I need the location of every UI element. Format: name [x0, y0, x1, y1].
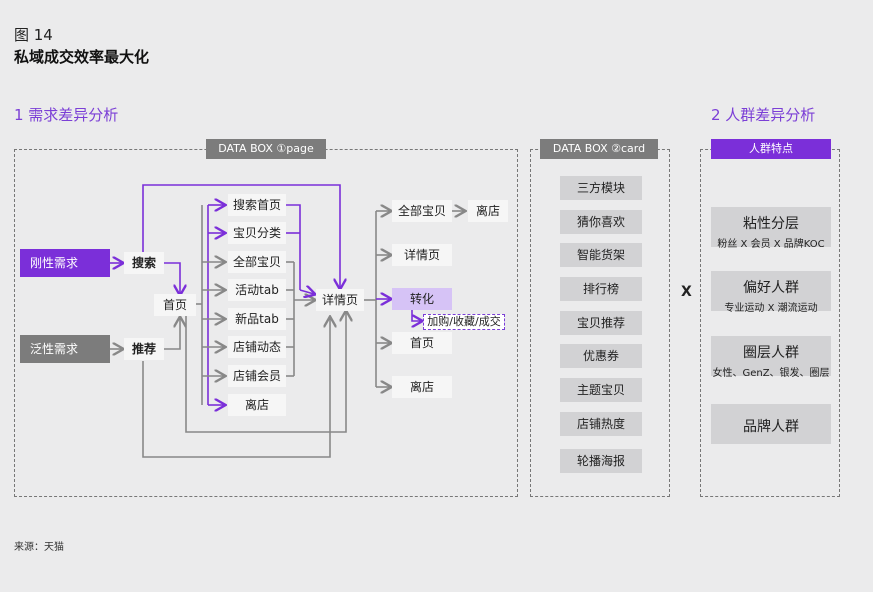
people-group: 品牌人群 — [711, 404, 831, 444]
home-node: 首页 — [154, 294, 196, 316]
card-item: 三方模块 — [560, 176, 642, 200]
figure-label: 图 14 — [14, 26, 53, 44]
people-group-title: 品牌人群 — [743, 419, 799, 435]
people-group-sub: 专业运动 X 潮流运动 — [724, 303, 818, 314]
page-node: 店铺动态 — [228, 336, 286, 358]
card-item: 轮播海报 — [560, 449, 642, 473]
people-group-title: 偏好人群 — [743, 280, 799, 296]
outcome-convert-sub: 加购/收藏/成交 — [423, 314, 505, 330]
people-box-label: 人群特点 — [711, 139, 831, 159]
people-group: 圈层人群 女性、GenZ、银发、圈层 — [711, 336, 831, 379]
people-group: 粘性分层 粉丝 X 会员 X 品牌KOC — [711, 207, 831, 250]
card-item: 宝贝推荐 — [560, 311, 642, 335]
people-group-title: 圈层人群 — [743, 345, 799, 361]
card-item: 优惠券 — [560, 344, 642, 368]
outcome-leave-shop: 离店 — [468, 200, 508, 222]
figure-title: 私域成交效率最大化 — [14, 48, 150, 66]
rigid-demand-node: 刚性需求 — [20, 249, 110, 277]
outcome-home: 首页 — [392, 332, 452, 354]
page-box-label: DATA BOX ①page — [206, 139, 326, 159]
page-node: 店铺会员 — [228, 365, 286, 387]
source-note: 来源：天猫 — [14, 542, 64, 553]
card-item: 猜你喜欢 — [560, 210, 642, 234]
card-item: 智能货架 — [560, 243, 642, 267]
people-group-title: 粘性分层 — [743, 216, 799, 232]
outcome-all-items: 全部宝贝 — [392, 200, 452, 222]
card-item: 店铺热度 — [560, 412, 642, 436]
multiply-mark: X — [681, 284, 692, 300]
general-demand-node: 泛性需求 — [20, 335, 110, 363]
detail-node: 详情页 — [316, 289, 364, 311]
page-node: 离店 — [228, 394, 286, 416]
card-box-label: DATA BOX ②card — [540, 139, 658, 159]
page-node: 搜索首页 — [228, 194, 286, 216]
people-group: 偏好人群 专业运动 X 潮流运动 — [711, 271, 831, 314]
people-data-box — [700, 149, 840, 497]
card-item: 排行榜 — [560, 277, 642, 301]
page-node: 全部宝贝 — [228, 251, 286, 273]
card-item: 主题宝贝 — [560, 378, 642, 402]
recommend-node: 推荐 — [124, 338, 164, 360]
section1-title: 1 需求差异分析 — [14, 106, 119, 124]
page-node: 活动tab — [228, 279, 286, 301]
page-node: 宝贝分类 — [228, 222, 286, 244]
people-group-sub: 粉丝 X 会员 X 品牌KOC — [717, 239, 825, 250]
outcome-leave: 离店 — [392, 376, 452, 398]
section2-title: 2 人群差异分析 — [711, 106, 816, 124]
search-node: 搜索 — [124, 252, 164, 274]
page-node: 新品tab — [228, 308, 286, 330]
outcome-convert: 转化 — [392, 288, 452, 310]
people-group-sub: 女性、GenZ、银发、圈层 — [712, 368, 830, 379]
outcome-detail: 详情页 — [392, 244, 452, 266]
